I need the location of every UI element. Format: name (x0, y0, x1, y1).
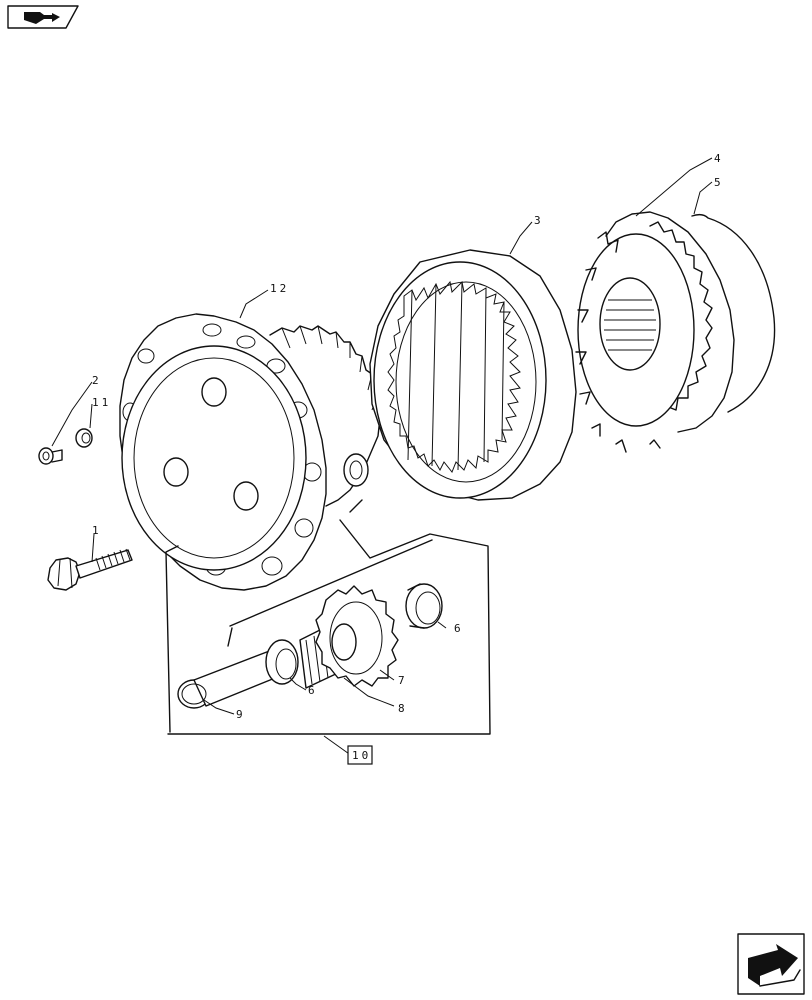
ring-gear-internal-teeth (387, 280, 521, 473)
callout-9: 9 (236, 708, 243, 721)
face-hole-top (201, 377, 227, 407)
callout-10: 10 (352, 749, 371, 762)
bearing-ring-right (405, 583, 443, 629)
planet-gear (299, 585, 399, 689)
callout-4: 4 (714, 152, 721, 165)
snap-ring (691, 213, 776, 413)
face-hole-right (233, 481, 259, 511)
ring-gear (369, 249, 577, 501)
callout-6-left: 6 (308, 684, 315, 697)
small-washer (75, 428, 93, 448)
callout-10-box (347, 745, 373, 765)
callout-1: 1 (92, 524, 99, 537)
planet-carrier-housing (119, 313, 381, 591)
hex-bolt (47, 548, 133, 591)
callout-6-right: 6 (454, 622, 461, 635)
callout-12: 12 (270, 282, 289, 295)
sun-gear-hub (575, 211, 735, 453)
next-arrow-icon[interactable] (737, 933, 805, 995)
planet-shaft (177, 649, 281, 709)
planet-detail-frame (165, 499, 491, 735)
hub-splines (604, 299, 656, 351)
bearing-ring-left (265, 639, 299, 685)
callout-8: 8 (398, 702, 405, 715)
face-hole-left (163, 457, 189, 487)
callout-5: 5 (714, 176, 721, 189)
leader-lines (51, 157, 713, 757)
callout-2: 2 (92, 374, 99, 387)
planet-pin-end (343, 453, 369, 487)
small-screw (38, 447, 63, 465)
callout-labels: 2 11 1 12 3 4 5 6 6 7 8 9 10 (92, 152, 721, 765)
hub-spline-bore (599, 277, 661, 371)
carrier-face (121, 345, 307, 571)
callout-7: 7 (398, 674, 405, 687)
book-arrow-icon[interactable] (7, 5, 79, 29)
callout-3: 3 (534, 214, 541, 227)
callout-11: 11 (92, 396, 111, 409)
